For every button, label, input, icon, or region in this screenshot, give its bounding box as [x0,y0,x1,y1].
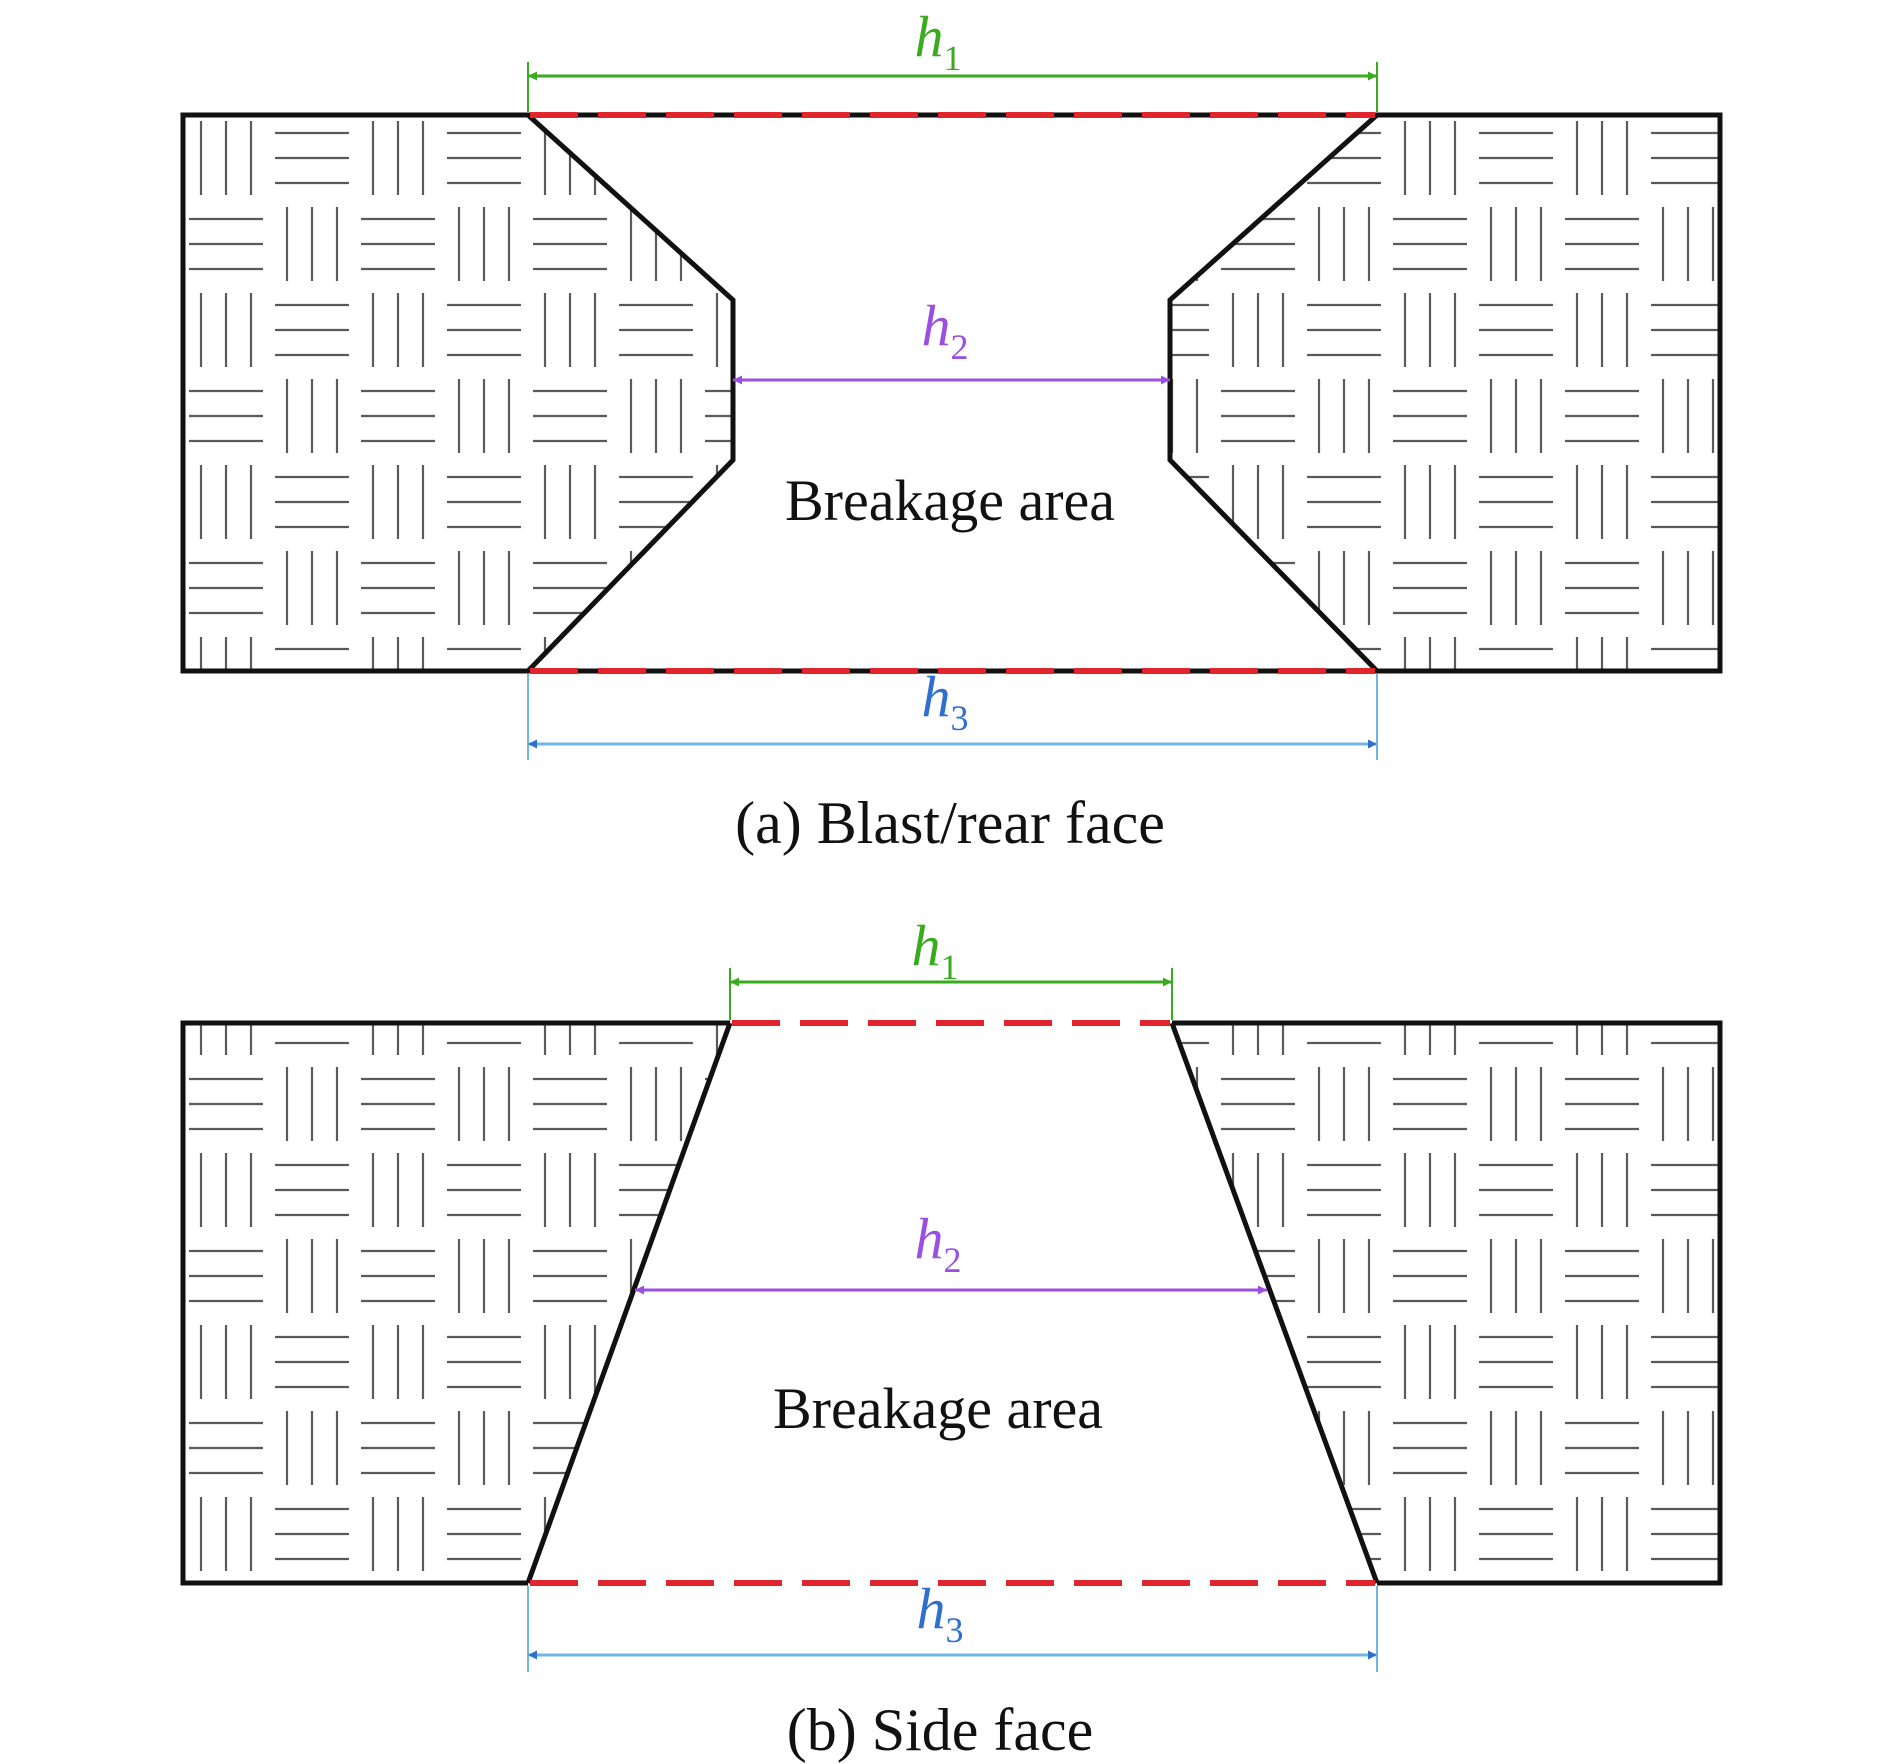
panel-a-h3-label: h3 [922,664,969,738]
panel-a-breakage-area-label: Breakage area [785,468,1115,533]
panel-b-caption: (b) Side face [787,1697,1094,1763]
panel-b-right-outline [1172,1020,1723,1586]
panel-b-breakage-area-label: Breakage area [773,1376,1103,1441]
panel-b-left-outline [180,1020,730,1586]
panel-a-caption: (a) Blast/rear face [735,790,1165,856]
panel-a: h1 h2 Breakage area h3 (a) Blast/rear fa… [180,4,1723,856]
panel-b-left-hatched-region [183,1023,730,1583]
panel-b-h3-label: h3 [917,1576,964,1650]
panel-a-right-hatched-region [1170,115,1720,671]
panel-a-right-outline [1377,112,1723,674]
panel-a-h2-label: h2 [922,293,969,367]
panel-b: h1 h2 Breakage area h3 (b) Side face [180,913,1723,1763]
panel-b-right-hatched-region [1172,1023,1720,1583]
panel-b-right-breakage-boundary [1169,1022,1380,1584]
panel-a-left-hatched-region [183,115,733,671]
panel-b-h2-label: h2 [915,1206,962,1280]
panel-b-h1-label: h1 [912,913,959,987]
panel-b-left-breakage-boundary [525,1022,733,1584]
panel-a-h1-label: h1 [915,4,962,78]
panel-a-left-outline [180,112,528,674]
